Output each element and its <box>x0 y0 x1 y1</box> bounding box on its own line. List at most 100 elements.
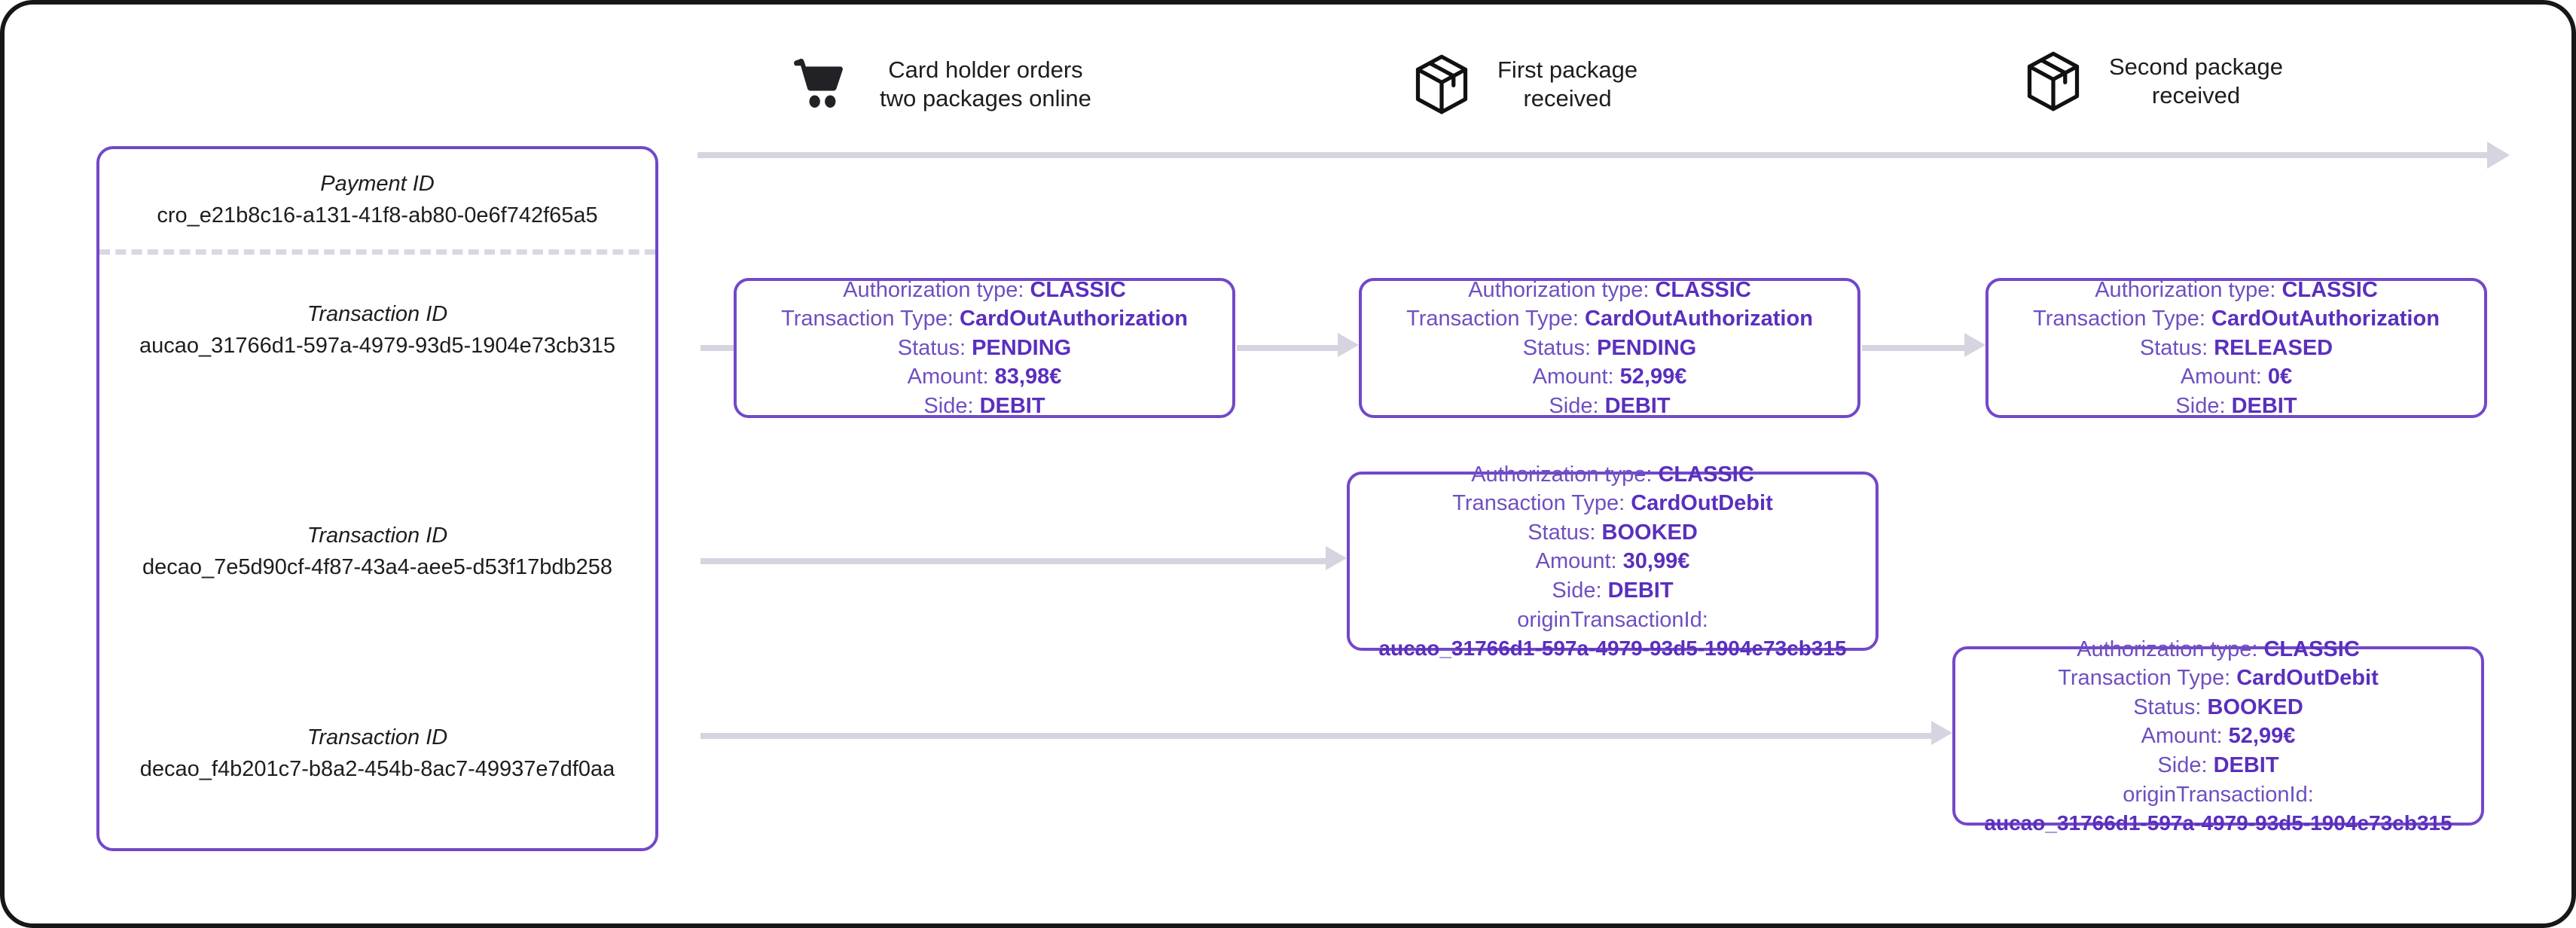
field-value: DEBIT <box>1607 578 1674 603</box>
connector-panel-to-debit-1 <box>700 558 1326 564</box>
field-value: DEBIT <box>2213 752 2279 777</box>
field-label: Amount: <box>2180 365 2268 389</box>
card-field-status: Status: BOOKED <box>2133 693 2303 722</box>
field-value: 0€ <box>2267 365 2293 389</box>
field-label: Transaction Type: <box>781 307 960 331</box>
card-field-amount: Amount: 83,98€ <box>908 362 1062 392</box>
field-value: 30,99€ <box>1622 549 1690 574</box>
timeline-axis <box>697 152 2490 158</box>
field-value: 83,98€ <box>994 365 1062 389</box>
field-value: CLASSIC <box>1030 277 1126 302</box>
field-label: Amount: <box>1535 549 1623 574</box>
timeline-milestone-card-holder-orders: Card holder orders two packages online <box>788 48 1091 121</box>
connector-panel-to-auth-1 <box>700 345 735 351</box>
card-field-status: Status: PENDING <box>1523 334 1696 363</box>
field-label: Side: <box>2175 393 2232 418</box>
field-label: Transaction Type: <box>2058 666 2237 691</box>
field-value: CardOutAuthorization <box>2211 307 2440 331</box>
field-value: 52,99€ <box>2228 724 2296 749</box>
card-field-authorization-type: Authorization type: CLASSIC <box>2077 635 2360 664</box>
card-field-origin-transaction-value: aucao_31766d1-597a-4979-93d5-1904e73cb31… <box>1378 636 1847 661</box>
field-value: CLASSIC <box>2281 277 2378 302</box>
package-box-icon <box>2017 45 2089 118</box>
card-field-transaction-type: Transaction Type: CardOutAuthorization <box>1406 304 1813 334</box>
card-field-amount: Amount: 30,99€ <box>1536 547 1690 576</box>
card-field-status: Status: PENDING <box>898 334 1071 363</box>
package-box-icon <box>1406 48 1478 121</box>
timeline-milestone-label: Card holder orders two packages online <box>880 56 1091 111</box>
card-field-authorization-type: Authorization type: CLASSIC <box>843 276 1126 305</box>
field-label: Amount: <box>907 365 995 389</box>
field-value: CLASSIC <box>1655 277 1751 302</box>
transaction-id-label: Transaction ID <box>307 524 448 548</box>
field-label: Amount: <box>1532 365 1620 389</box>
card-field-amount: Amount: 0€ <box>2181 362 2292 392</box>
card-field-status: Status: BOOKED <box>1528 518 1698 548</box>
timeline-milestone-second-package: Second package received <box>2017 45 2283 118</box>
field-value: CardOutDebit <box>1631 491 1773 516</box>
timeline-milestone-label: First package received <box>1497 56 1638 111</box>
field-label: Authorization type: <box>1468 277 1656 302</box>
connector-panel-to-debit-2 <box>700 733 1931 739</box>
field-value: DEBIT <box>979 393 1045 418</box>
transaction-card-debit-2[interactable]: Authorization type: CLASSIC Transaction … <box>1952 637 2484 835</box>
card-field-side: Side: DEBIT <box>1549 392 1670 421</box>
field-label: Authorization type: <box>1471 462 1659 487</box>
field-value: BOOKED <box>1601 520 1698 545</box>
card-field-transaction-type: Transaction Type: CardOutDebit <box>2058 664 2378 693</box>
field-label: Transaction Type: <box>2033 307 2212 331</box>
connector-arrowhead-icon <box>1338 333 1359 357</box>
card-field-amount: Amount: 52,99€ <box>2141 722 2296 751</box>
connector-arrowhead-icon <box>1931 721 1952 745</box>
field-label: Amount: <box>2141 724 2229 749</box>
field-label: Authorization type: <box>843 277 1030 302</box>
transaction-id-value: decao_7e5d90cf-4f87-43a4-aee5-d53f17bdb2… <box>142 555 613 579</box>
field-value: BOOKED <box>2207 694 2303 719</box>
field-value: 52,99€ <box>1619 365 1687 389</box>
field-value: CardOutAuthorization <box>1585 307 1813 331</box>
field-label: Authorization type: <box>2095 277 2282 302</box>
field-value: CLASSIC <box>1658 462 1754 487</box>
transaction-card-authorization-1[interactable]: Authorization type: CLASSIC Transaction … <box>734 278 1235 418</box>
card-field-transaction-type: Transaction Type: CardOutDebit <box>1452 489 1772 518</box>
field-label: Status: <box>2133 694 2208 719</box>
transaction-card-debit-1[interactable]: Authorization type: CLASSIC Transaction … <box>1347 462 1879 660</box>
field-label: Side: <box>2157 752 2214 777</box>
transaction-card-authorization-2[interactable]: Authorization type: CLASSIC Transaction … <box>1359 278 1860 418</box>
field-label: Status: <box>897 335 972 360</box>
transaction-id-block-2: Transaction ID decao_7e5d90cf-4f87-43a4-… <box>99 524 655 582</box>
field-value: DEBIT <box>1604 393 1671 418</box>
payment-id-block: Payment ID cro_e21b8c16-a131-41f8-ab80-0… <box>99 172 655 230</box>
field-value: CardOutDebit <box>2236 666 2379 691</box>
field-label: Side: <box>923 393 980 418</box>
field-value: DEBIT <box>2231 393 2297 418</box>
field-label: Status: <box>1522 335 1598 360</box>
connector-auth-2-to-auth-3 <box>1862 345 1964 351</box>
card-field-origin-transaction-label: originTransactionId: <box>2123 782 2314 807</box>
transaction-id-value: aucao_31766d1-597a-4979-93d5-1904e73cb31… <box>139 334 616 358</box>
field-label: Side: <box>1549 393 1605 418</box>
card-field-transaction-type: Transaction Type: CardOutAuthorization <box>781 304 1188 334</box>
transaction-id-label: Transaction ID <box>307 725 448 749</box>
field-value: PENDING <box>1597 335 1697 360</box>
field-value: CLASSIC <box>2263 636 2360 661</box>
timeline-milestone-first-package: First package received <box>1406 48 1637 121</box>
card-field-side: Side: DEBIT <box>2157 751 2278 780</box>
field-label: Status: <box>1528 520 1602 545</box>
connector-arrowhead-icon <box>1964 333 1985 357</box>
card-field-side: Side: DEBIT <box>2175 392 2297 421</box>
card-field-origin-transaction-label: originTransactionId: <box>1517 607 1708 632</box>
payment-id-label: Payment ID <box>320 172 435 196</box>
card-field-authorization-type: Authorization type: CLASSIC <box>1468 276 1751 305</box>
transaction-id-block-3: Transaction ID decao_f4b201c7-b8a2-454b-… <box>99 725 655 783</box>
transaction-card-authorization-3[interactable]: Authorization type: CLASSIC Transaction … <box>1985 278 2487 418</box>
panel-divider <box>99 249 655 255</box>
card-field-status: Status: RELEASED <box>2140 334 2333 363</box>
field-label: Authorization type: <box>2077 636 2264 661</box>
timeline-arrowhead-icon <box>2487 142 2510 169</box>
field-value: PENDING <box>972 335 1072 360</box>
timeline-milestone-label: Second package received <box>2109 53 2283 108</box>
card-field-authorization-type: Authorization type: CLASSIC <box>1471 460 1754 490</box>
card-field-transaction-type: Transaction Type: CardOutAuthorization <box>2033 304 2440 334</box>
